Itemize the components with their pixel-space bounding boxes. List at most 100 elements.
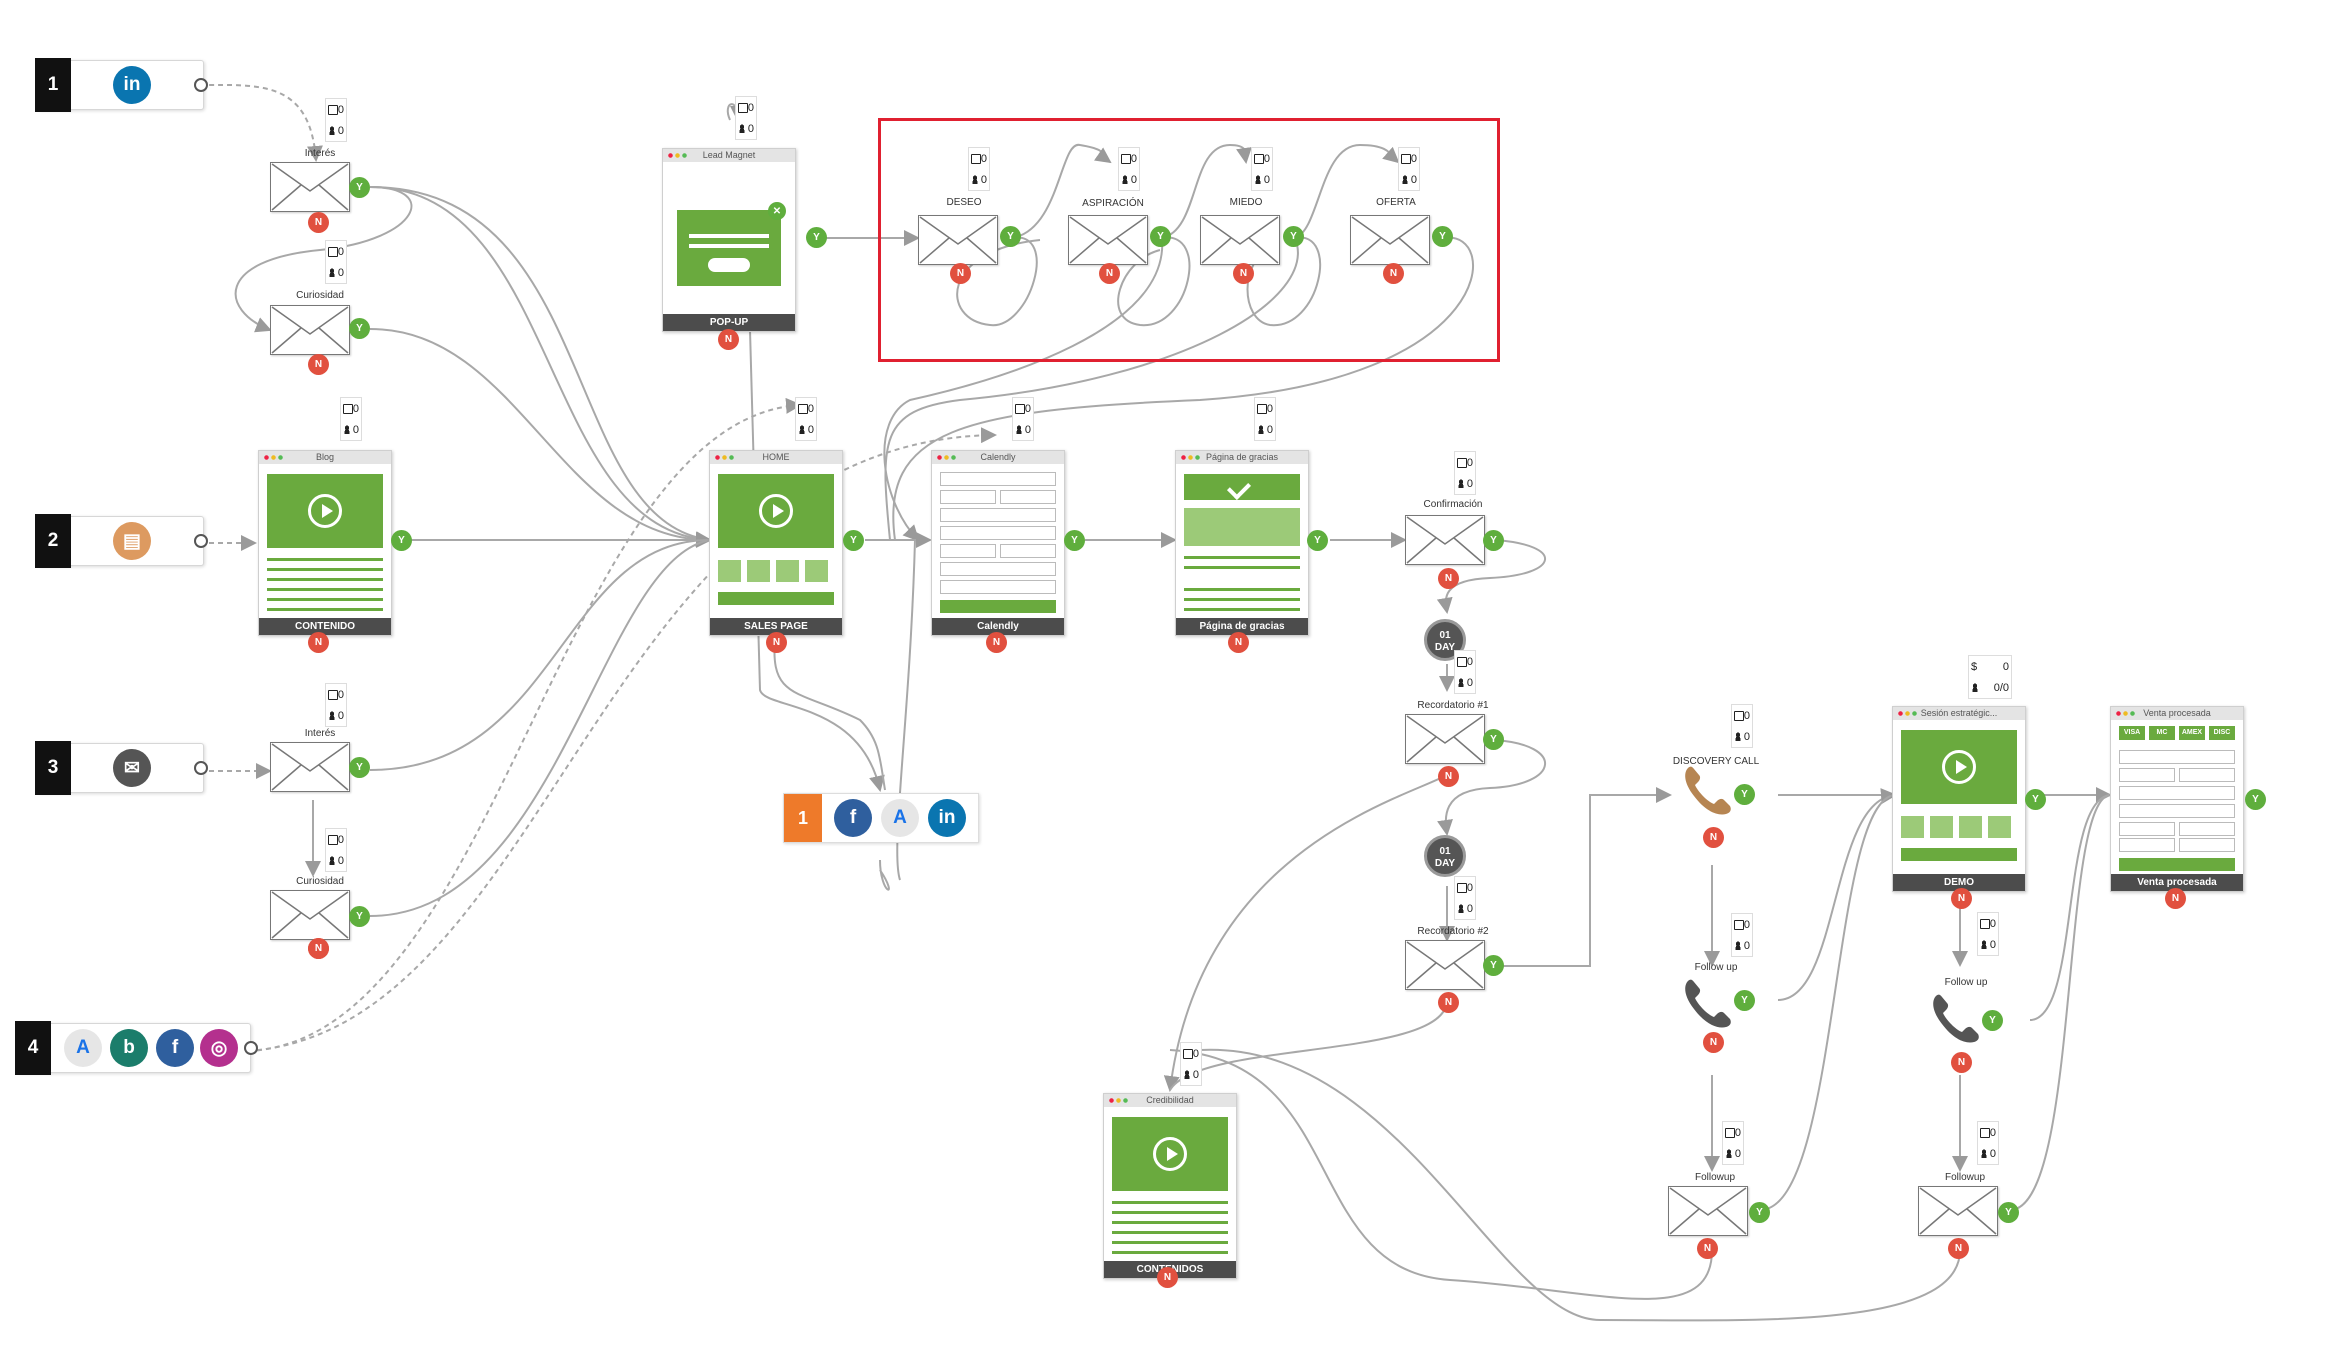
no-connector[interactable]: N <box>1703 1032 1724 1053</box>
no-connector[interactable]: N <box>1233 263 1254 284</box>
yes-connector[interactable]: Y <box>1483 530 1504 551</box>
output-connector[interactable] <box>194 761 208 775</box>
highlight-box <box>878 118 1500 362</box>
page-lead-magnet[interactable]: Lead Magnet ✕ POP-UP <box>662 148 796 332</box>
email-node-interes_3[interactable] <box>270 742 350 792</box>
no-connector[interactable]: N <box>1383 263 1404 284</box>
page-title: Lead Magnet <box>702 150 756 160</box>
checkbox-icon <box>1457 457 1467 468</box>
email-node-oferta[interactable] <box>1350 215 1430 265</box>
phone-icon[interactable] <box>1680 975 1738 1033</box>
page-home[interactable]: HOME SALES PAGE <box>709 450 843 636</box>
no-connector[interactable]: N <box>766 632 787 653</box>
email-node-interes_1[interactable] <box>270 162 350 212</box>
no-connector[interactable]: N <box>1438 992 1459 1013</box>
email-node-deseo[interactable] <box>918 215 998 265</box>
no-connector[interactable]: N <box>1228 632 1249 653</box>
yes-connector[interactable]: Y <box>349 906 370 927</box>
source-ads[interactable]: 4 A b f ◎ <box>15 1021 258 1075</box>
no-connector[interactable]: N <box>308 632 329 653</box>
yes-connector[interactable]: Y <box>391 530 412 551</box>
email-node-confirmacion[interactable] <box>1405 515 1485 565</box>
no-connector[interactable]: N <box>718 329 739 350</box>
checkbox-icon <box>328 689 338 700</box>
yes-connector[interactable]: Y <box>1998 1202 2019 1223</box>
yes-connector[interactable]: Y <box>1734 784 1755 805</box>
email-node-recordatorio_1[interactable] <box>1405 714 1485 764</box>
email-node-followup_b[interactable] <box>1918 1186 1998 1236</box>
page-blog[interactable]: Blog CONTENIDO <box>258 450 392 636</box>
yes-connector[interactable]: Y <box>1307 530 1328 551</box>
yes-connector[interactable]: Y <box>2245 789 2266 810</box>
instagram-icon: ◎ <box>200 1029 238 1067</box>
no-connector[interactable]: N <box>1438 568 1459 589</box>
email-node-miedo[interactable] <box>1200 215 1280 265</box>
yes-connector[interactable]: Y <box>1734 990 1755 1011</box>
yes-connector[interactable]: Y <box>806 227 827 248</box>
output-connector[interactable] <box>194 78 208 92</box>
source-document[interactable]: 2 ▤ <box>35 514 208 568</box>
close-icon[interactable]: ✕ <box>768 202 786 220</box>
email-label: Followup <box>1944 1172 1986 1183</box>
no-connector[interactable]: N <box>950 263 971 284</box>
checkbox-icon <box>328 246 338 257</box>
output-connector[interactable] <box>194 534 208 548</box>
retargeting-node[interactable]: 1 f A in <box>783 793 979 843</box>
output-connector[interactable] <box>244 1041 258 1055</box>
phone-icon[interactable] <box>1928 990 1986 1048</box>
email-node-curiosidad_3[interactable] <box>270 890 350 940</box>
counter-icon: 1 <box>784 794 822 842</box>
email-node-recordatorio_2[interactable] <box>1405 940 1485 990</box>
user-icon <box>1457 904 1465 913</box>
envelope-icon <box>1919 1187 1997 1235</box>
no-connector[interactable]: N <box>308 354 329 375</box>
yes-connector[interactable]: Y <box>1483 729 1504 750</box>
yes-connector[interactable]: Y <box>843 530 864 551</box>
no-connector[interactable]: N <box>2165 888 2186 909</box>
yes-connector[interactable]: Y <box>1982 1010 2003 1031</box>
yes-connector[interactable]: Y <box>1749 1202 1770 1223</box>
page-footer: Venta procesada <box>2111 874 2243 891</box>
page-sesion[interactable]: Sesión estratégic... DEMO <box>1892 706 2026 892</box>
email-node-curiosidad_1[interactable] <box>270 305 350 355</box>
bing-icon: b <box>110 1029 148 1067</box>
email-node-aspiracion[interactable] <box>1068 215 1148 265</box>
no-connector[interactable]: N <box>1951 1052 1972 1073</box>
no-connector[interactable]: N <box>1948 1238 1969 1259</box>
source-linkedin[interactable]: 1 in <box>35 58 208 112</box>
phone-label: DISCOVERY CALL <box>1672 756 1760 767</box>
no-connector[interactable]: N <box>1157 1267 1178 1288</box>
yes-connector[interactable]: Y <box>1432 226 1453 247</box>
yes-connector[interactable]: Y <box>1000 226 1021 247</box>
yes-connector[interactable]: Y <box>349 177 370 198</box>
page-gracias[interactable]: Página de gracias Página de gracias <box>1175 450 1309 636</box>
no-connector[interactable]: N <box>308 938 329 959</box>
no-connector[interactable]: N <box>1703 827 1724 848</box>
yes-connector[interactable]: Y <box>349 318 370 339</box>
email-node-followup_a[interactable] <box>1668 1186 1748 1236</box>
no-connector[interactable]: N <box>1951 888 1972 909</box>
no-connector[interactable]: N <box>1438 766 1459 787</box>
phone-icon[interactable] <box>1680 762 1738 820</box>
no-connector[interactable]: N <box>986 632 1007 653</box>
page-credibilidad[interactable]: Credibilidad CONTENIDOS <box>1103 1093 1237 1279</box>
page-title: Página de gracias <box>1205 452 1279 462</box>
yes-connector[interactable]: Y <box>1483 955 1504 976</box>
yes-connector[interactable]: Y <box>1150 226 1171 247</box>
page-calendly[interactable]: Calendly Calendly <box>931 450 1065 636</box>
source-number: 2 <box>35 514 71 568</box>
source-email[interactable]: 3 ✉ <box>35 741 208 795</box>
page-title: Blog <box>315 452 334 462</box>
yes-connector[interactable]: Y <box>1064 530 1085 551</box>
no-connector[interactable]: N <box>308 212 329 233</box>
no-connector[interactable]: N <box>1099 263 1120 284</box>
yes-connector[interactable]: Y <box>2025 789 2046 810</box>
yes-connector[interactable]: Y <box>349 757 370 778</box>
no-connector[interactable]: N <box>1697 1238 1718 1259</box>
yes-connector[interactable]: Y <box>1283 226 1304 247</box>
